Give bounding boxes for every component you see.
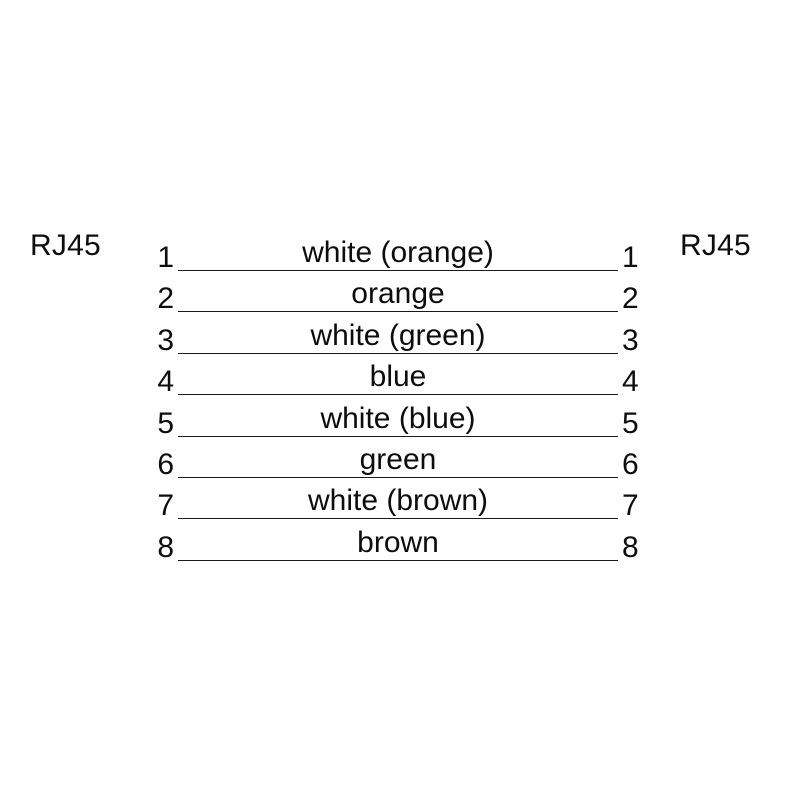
right-pin-number: 8 (622, 530, 639, 564)
conductor-line (178, 394, 618, 396)
right-pin-number: 7 (622, 489, 639, 523)
conductor-line (178, 518, 618, 520)
right-pin-number: 3 (622, 323, 639, 357)
wire-color-label: orange (351, 277, 445, 311)
right-pin-number: 4 (622, 365, 639, 399)
conductor-line (178, 559, 618, 561)
right-pin-number: 6 (622, 448, 639, 481)
left-pin-number: 3 (157, 323, 174, 357)
right-connector-label: RJ45 (680, 229, 751, 262)
conductor-line (178, 477, 618, 478)
wire-color-label: green (359, 443, 437, 476)
right-pin-number: 2 (622, 282, 639, 316)
left-pin-number: 5 (157, 406, 174, 440)
left-pin-number: 4 (157, 365, 174, 399)
right-pin-number: 5 (622, 406, 639, 440)
conductor-line (178, 435, 618, 437)
wire-color-label: white (green) (310, 318, 486, 352)
left-pin-number: 6 (157, 448, 174, 481)
left-pin-number: 8 (157, 530, 174, 564)
left-pin-number: 2 (157, 282, 174, 316)
conductor-line (178, 270, 618, 271)
wire-color-label: brown (357, 525, 439, 559)
left-connector-label: RJ45 (30, 229, 101, 262)
left-pin-number: 1 (157, 241, 174, 274)
wire-color-label: white (blue) (320, 401, 476, 435)
wire-color-label: white (orange) (302, 236, 494, 269)
wire-color-label: white (brown) (307, 484, 489, 518)
wire-color-label: blue (369, 360, 427, 394)
right-pin-number: 1 (622, 241, 639, 274)
conductor-line (178, 352, 618, 354)
left-pin-number: 7 (157, 489, 174, 523)
conductor-line (178, 311, 618, 313)
